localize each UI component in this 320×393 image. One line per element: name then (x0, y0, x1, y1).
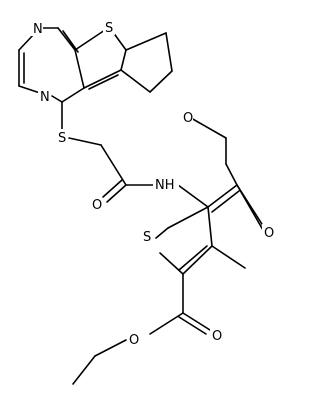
bond (159, 252, 184, 275)
bond (72, 355, 96, 385)
bond (62, 30, 79, 53)
bond (165, 32, 173, 72)
bond (182, 312, 211, 331)
bond (100, 144, 127, 186)
atom-label-o-ester-bottom-carbonyl: O (212, 329, 222, 344)
bond (120, 69, 151, 93)
bond (74, 27, 109, 51)
bond (190, 117, 227, 139)
atom-label-s-thieno: S (105, 21, 113, 36)
label-bg (103, 19, 115, 35)
bond (149, 70, 173, 93)
atom-label-o-ester-bottom-alkoxy: O (129, 333, 139, 348)
atom-label-s-thiophene: S (143, 230, 151, 245)
label-bg (38, 88, 50, 104)
label-bg (262, 224, 274, 240)
atom-label-o-amide: O (92, 198, 102, 213)
bonds (18, 27, 268, 385)
molecule-diagram: N N S S O NH O O S O O (18, 19, 274, 385)
label-bg (210, 327, 222, 343)
atom-label-n2: N (40, 90, 50, 105)
label-bg (181, 109, 193, 125)
bond (225, 163, 238, 186)
label-bg (127, 331, 139, 347)
bond (102, 179, 123, 198)
bond (211, 190, 240, 213)
bond (88, 74, 119, 90)
bond (106, 184, 127, 203)
bond (18, 85, 41, 94)
atom-label-o-ester-top-alkoxy: O (183, 111, 193, 126)
atom-label-nh: NH (155, 178, 175, 193)
bond (178, 245, 208, 271)
bond (61, 87, 85, 103)
atom-labels: N N S S O NH O O S O O (33, 21, 274, 348)
bond (149, 312, 184, 335)
bond (167, 206, 209, 229)
bond (207, 184, 238, 208)
chemical-structure-canvas: N N S S O NH O O S O O (18, 19, 275, 385)
bond (211, 245, 246, 269)
label-bg (31, 20, 43, 36)
label-bg (141, 228, 153, 244)
bond (51, 95, 63, 103)
atom-label-o-ester-top-carbonyl: O (264, 226, 274, 241)
bond (155, 227, 169, 239)
bond (178, 316, 207, 335)
bond (68, 137, 102, 146)
bond (207, 206, 213, 247)
atom-label-n1: N (33, 22, 43, 37)
bond (236, 184, 264, 231)
label-bg (153, 176, 179, 192)
label-bg (56, 129, 68, 145)
bond (83, 69, 122, 89)
bond (74, 49, 85, 89)
bond (125, 32, 167, 51)
bond (94, 339, 127, 357)
atom-label-s-linker: S (58, 131, 66, 146)
bond (182, 245, 213, 275)
label-bg (90, 196, 102, 212)
bond (57, 27, 76, 51)
bond (120, 49, 127, 71)
bond (177, 184, 209, 208)
atom-label-backgrounds (31, 19, 274, 347)
